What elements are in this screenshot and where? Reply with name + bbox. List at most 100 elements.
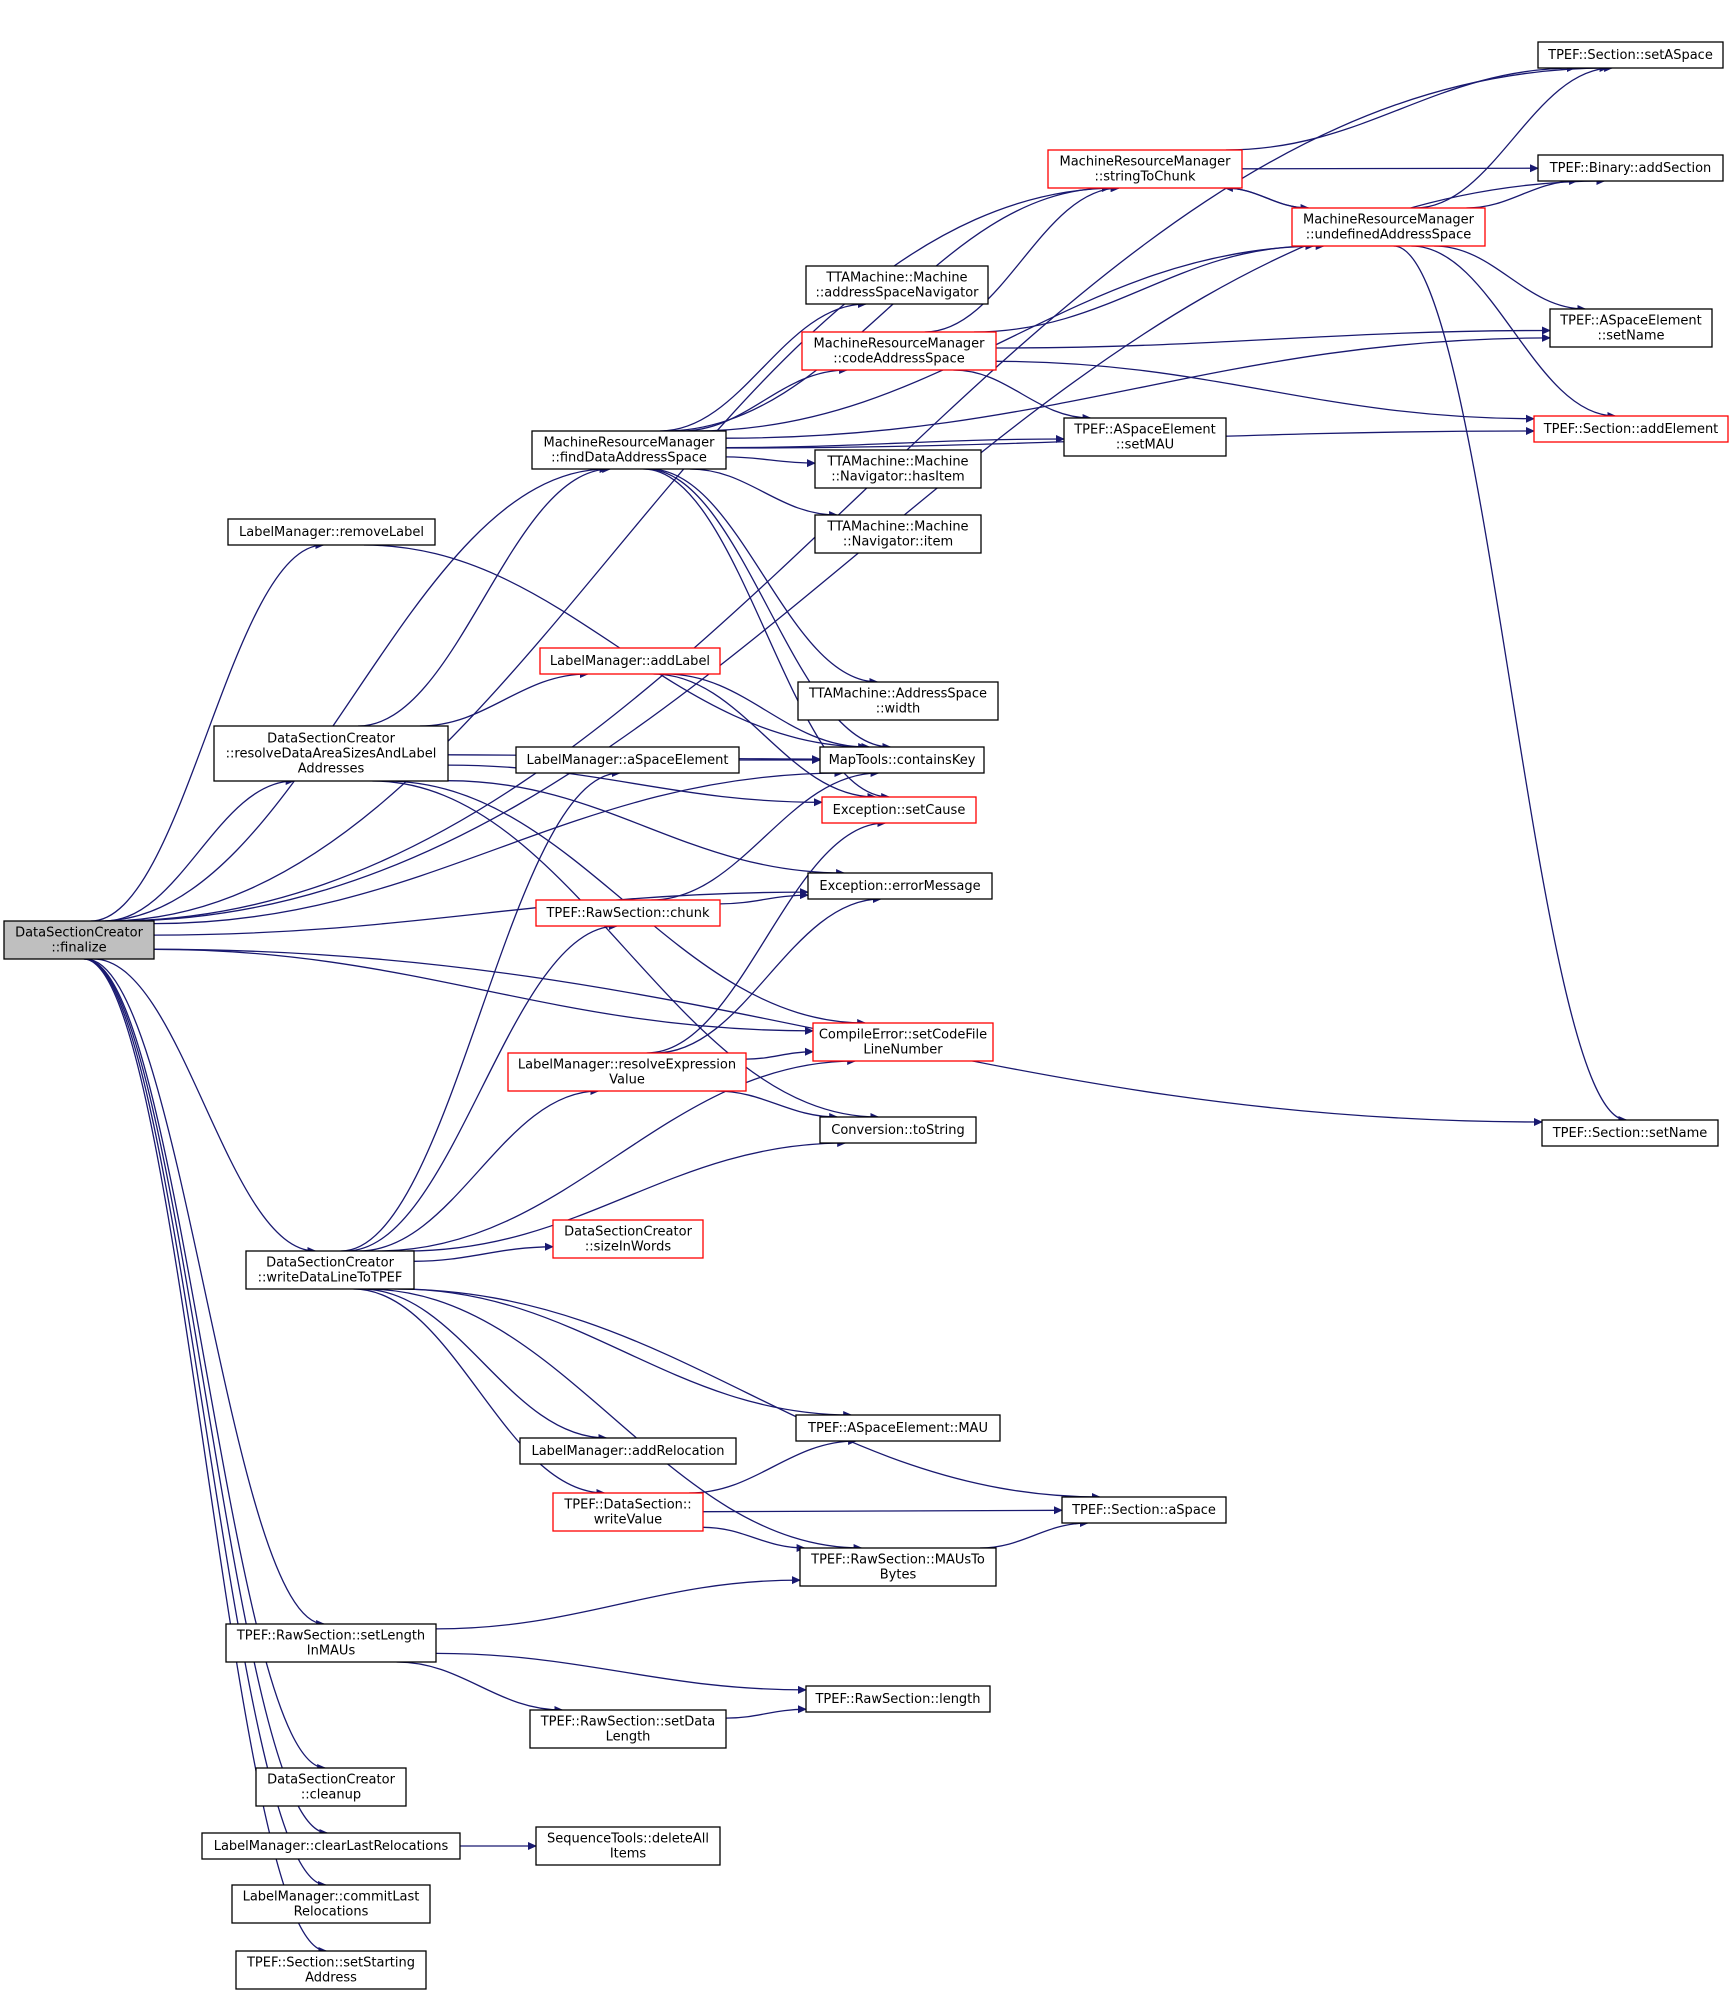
node-label-line: TTAMachine::AddressSpace <box>808 687 987 702</box>
node-asWidth[interactable]: TTAMachine::AddressSpace::width <box>797 681 999 721</box>
node-aSpaceElement[interactable]: LabelManager::aSpaceElement <box>515 746 740 774</box>
edge-findDataAddressSpace-to-setCause <box>643 468 891 802</box>
node-label-line: Conversion::toString <box>831 1123 965 1138</box>
node-label-line: TPEF::Section::addElement <box>1543 422 1719 437</box>
node-box <box>535 899 721 927</box>
edge-writeDataLine-to-toString <box>407 1138 847 1252</box>
node-stringToChunk[interactable]: MachineResourceManager::stringToChunk <box>1047 149 1243 189</box>
node-rsLength[interactable]: TPEF::RawSection::length <box>805 1685 991 1713</box>
node-label-line: DataSectionCreator <box>564 1225 692 1240</box>
node-addSection[interactable]: TPEF::Binary::addSection <box>1537 154 1724 182</box>
edge-resolveExpr-to-toString <box>715 1090 839 1122</box>
node-item[interactable]: TTAMachine::Machine::Navigator::item <box>814 514 982 554</box>
node-hasItem[interactable]: TTAMachine::Machine::Navigator::hasItem <box>814 449 982 489</box>
node-label-line: MapTools::containsKey <box>829 753 976 768</box>
node-undefinedAddressSpace[interactable]: MachineResourceManager::undefinedAddress… <box>1291 207 1486 247</box>
node-box <box>1549 308 1713 348</box>
node-label-line: MachineResourceManager <box>1059 155 1231 170</box>
edge-finalize-to-setLength <box>85 958 326 1628</box>
node-box <box>805 1685 991 1713</box>
node-aseSetName[interactable]: TPEF::ASpaceElement::setName <box>1549 308 1713 348</box>
node-resolveSizes[interactable]: DataSectionCreator::resolveDataAreaSizes… <box>213 725 449 782</box>
node-label-line: ::resolveDataAreaSizesAndLabel <box>226 747 437 762</box>
node-label-line: MachineResourceManager <box>1303 213 1475 228</box>
node-label-line: TPEF::RawSection::length <box>814 1692 980 1707</box>
edge-findDataAddressSpace-to-hasItem <box>725 456 816 468</box>
edge-removeLabel-to-containsKey <box>363 544 871 752</box>
edge-writeDataLine-to-aSpaceElement <box>341 768 621 1252</box>
node-label-line: Exception::errorMessage <box>819 879 980 894</box>
edge-undefinedAddressSpace-to-setASpace <box>1415 63 1614 209</box>
edge-finalize-to-writeDataLine <box>93 958 317 1256</box>
edge-writeDataLine-to-chunk <box>345 921 618 1252</box>
node-label-line: TPEF::RawSection::MAUsTo <box>810 1553 985 1568</box>
edge-resolveExpr-to-setCodeFile <box>745 1047 814 1060</box>
node-label-line: LabelManager::addLabel <box>550 654 710 669</box>
edge-setDataLength-to-rsLength <box>725 1705 807 1719</box>
node-containsKey[interactable]: MapTools::containsKey <box>819 746 985 774</box>
node-clearLast[interactable]: LabelManager::clearLastRelocations <box>201 1832 461 1860</box>
node-errorMessage[interactable]: Exception::errorMessage <box>807 872 993 900</box>
node-box <box>539 647 721 675</box>
node-label-line: TPEF::Section::setStarting <box>246 1956 415 1971</box>
edge-findDataAddressSpace-to-addressSpaceNavigator <box>659 299 867 432</box>
node-label-line: DataSectionCreator <box>15 926 143 941</box>
node-codeAddressSpace[interactable]: MachineResourceManager::codeAddressSpace <box>801 331 997 371</box>
node-box <box>814 449 982 489</box>
edge-writeDataLine-to-aSpace <box>394 1288 1101 1502</box>
node-removeLabel[interactable]: LabelManager::removeLabel <box>227 518 436 546</box>
node-toString[interactable]: Conversion::toString <box>819 1116 977 1144</box>
edge-finalize-to-findDataAddressSpace <box>100 464 609 922</box>
node-box <box>807 872 993 900</box>
node-writeDataLine[interactable]: DataSectionCreator::writeDataLineToTPEF <box>245 1250 415 1290</box>
edge-addLabel-to-setCause <box>653 673 877 802</box>
node-aSpace[interactable]: TPEF::Section::aSpace <box>1061 1496 1227 1524</box>
edge-writeDataLine-to-addRelocation <box>361 1288 608 1443</box>
node-box <box>1537 154 1724 182</box>
node-finalize[interactable]: DataSectionCreator::finalize <box>3 920 155 960</box>
node-findDataAddressSpace[interactable]: MachineResourceManager::findDataAddressS… <box>531 430 727 470</box>
node-label-line: ::setName <box>1598 329 1665 344</box>
edge-findDataAddressSpace-to-setMAU <box>725 434 1065 449</box>
node-addRelocation[interactable]: LabelManager::addRelocation <box>519 1437 737 1465</box>
node-label-line: TPEF::ASpaceElement <box>1073 423 1216 438</box>
node-label-line: TTAMachine::Machine <box>826 520 968 535</box>
node-addressSpaceNavigator[interactable]: TTAMachine::Machine::addressSpaceNavigat… <box>805 265 989 305</box>
edge-finalize-to-stringToChunk <box>105 183 1120 922</box>
node-aseMAU[interactable]: TPEF::ASpaceElement::MAU <box>795 1414 1001 1442</box>
node-box <box>1291 207 1486 247</box>
edge-finalize-to-containsKey <box>153 768 844 925</box>
node-cleanup[interactable]: DataSectionCreator::cleanup <box>255 1767 407 1807</box>
node-secSetName[interactable]: TPEF::Section::setName <box>1541 1119 1719 1147</box>
node-label-line: Items <box>610 1847 647 1862</box>
nodes-layer: DataSectionCreator::finalizeTPEF::Sectio… <box>3 41 1729 1990</box>
edge-finalize-to-errorMessage <box>153 888 809 936</box>
edge-writeValue-to-aSpace <box>702 1506 1063 1515</box>
node-writeValue[interactable]: TPEF::DataSection::writeValue <box>552 1492 704 1532</box>
node-label-line: TPEF::Section::setASpace <box>1547 48 1713 63</box>
node-sizeInWords[interactable]: DataSectionCreator::sizeInWords <box>552 1219 704 1259</box>
node-addElement[interactable]: TPEF::Section::addElement <box>1533 415 1729 443</box>
node-setASpace[interactable]: TPEF::Section::setASpace <box>1537 41 1724 69</box>
node-setCause[interactable]: Exception::setCause <box>821 796 977 824</box>
node-label-line: TTAMachine::Machine <box>826 455 968 470</box>
node-addLabel[interactable]: LabelManager::addLabel <box>539 647 721 675</box>
edge-codeAddressSpace-to-addElement <box>995 360 1535 423</box>
node-box <box>1061 1496 1227 1524</box>
edge-findDataAddressSpace-to-asWidth <box>649 468 879 687</box>
node-label-line: ::codeAddressSpace <box>833 352 965 367</box>
node-label-line: TPEF::RawSection::setData <box>540 1715 716 1730</box>
node-setMAU[interactable]: TPEF::ASpaceElement::setMAU <box>1063 417 1227 457</box>
edge-finalize-to-cleanup <box>84 958 327 1772</box>
node-label-line: DataSectionCreator <box>266 1256 394 1271</box>
node-chunk[interactable]: TPEF::RawSection::chunk <box>535 899 721 927</box>
